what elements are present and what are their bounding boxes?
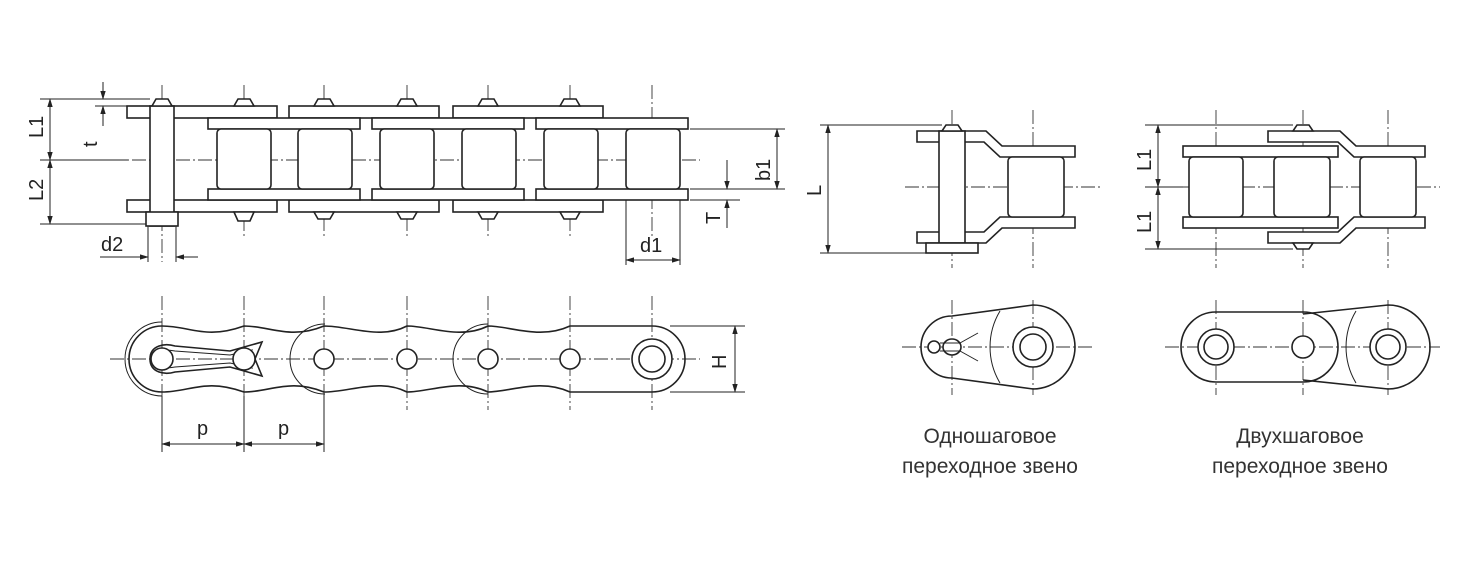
caption-double-pitch-line1: Двухшаговое — [1236, 425, 1364, 448]
double-pitch-link-top: L1 L1 — [1134, 110, 1440, 268]
double-pitch-link-side — [1165, 300, 1440, 395]
caption-double-pitch-line2: переходное звено — [1212, 455, 1388, 478]
dim-label-p-1: p — [197, 418, 208, 440]
dim-label-H: H — [709, 355, 731, 369]
dim-label-b1: b1 — [753, 159, 775, 181]
dim-label-d1: d1 — [640, 235, 662, 257]
dim-label-p-2: p — [278, 418, 289, 440]
caption-single-pitch-link: Одношаговое переходное звено — [870, 422, 1110, 482]
dim-label-L: L — [804, 185, 826, 196]
single-pitch-link-top: L — [804, 110, 1100, 268]
dim-label-L1: L1 — [26, 116, 48, 138]
dim-label-L1-upper: L1 — [1134, 149, 1156, 171]
dim-label-L2: L2 — [26, 179, 48, 201]
caption-single-pitch-line1: Одношаговое — [923, 425, 1057, 448]
chain-top-view: L1 L2 t b1 T d2 d1 — [26, 82, 785, 265]
chain-side-view: H p p — [110, 296, 745, 452]
dim-label-t: t — [80, 141, 102, 147]
dim-label-L1-lower: L1 — [1134, 211, 1156, 233]
single-pitch-link-side — [902, 300, 1095, 395]
dim-label-T: T — [703, 212, 725, 224]
dim-label-d2: d2 — [101, 234, 123, 256]
caption-double-pitch-link: Двухшаговое переходное звено — [1180, 422, 1420, 482]
caption-single-pitch-line2: переходное звено — [902, 455, 1078, 478]
